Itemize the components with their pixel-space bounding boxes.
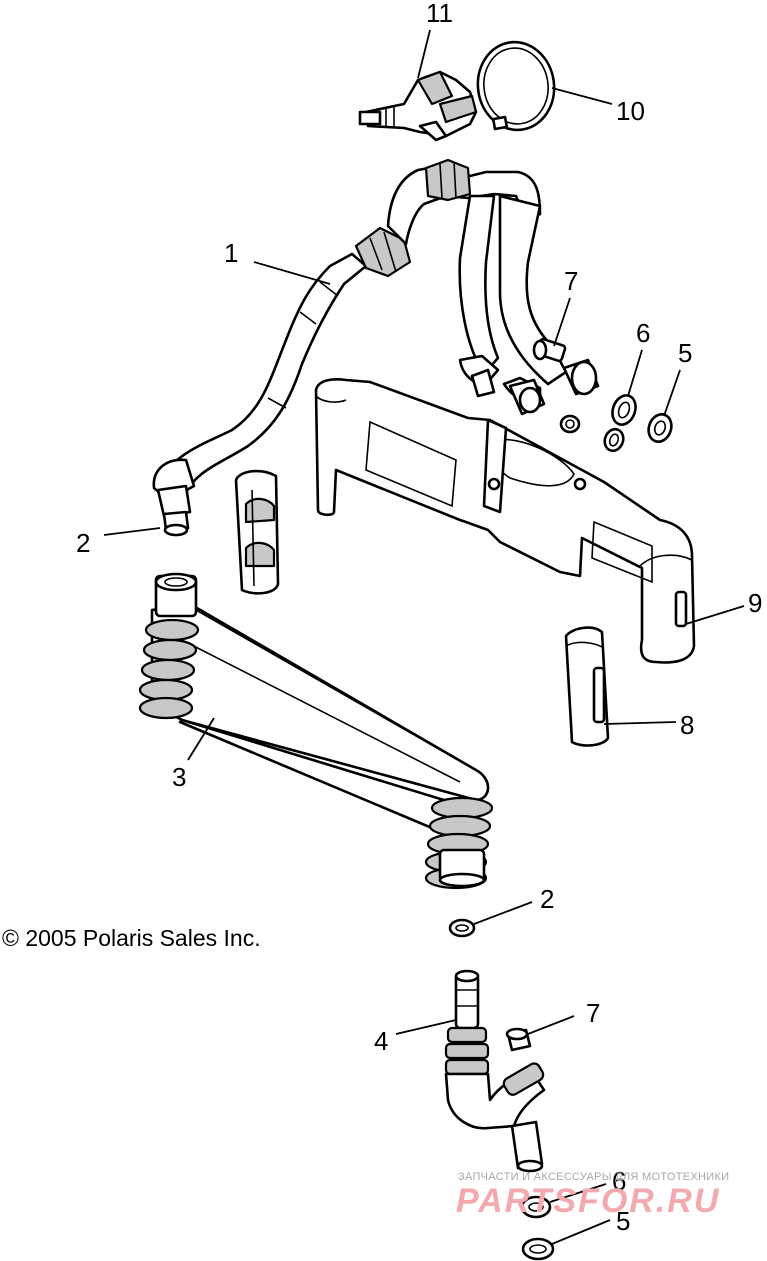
callout-labels: 11 10 1 7 6 5 2 9 8 3 2 4 7 6 5 — [76, 0, 762, 1236]
cooler-left-fins — [138, 618, 200, 720]
part-5-washer-lower — [521, 1237, 555, 1261]
callout-7-lower: 7 — [586, 998, 600, 1028]
part-8-mount-pad-left — [234, 469, 280, 595]
part-6-washer-lower — [520, 1195, 552, 1219]
watermark-tagline: ЗАПЧАСТИ И АКСЕССУАРЫ ДЛЯ МОТОТЕХНИКИ — [458, 1171, 729, 1183]
callout-9: 9 — [748, 588, 762, 618]
copyright-notice: © 2005 Polaris Sales Inc. — [2, 925, 261, 951]
callout-3: 3 — [172, 762, 186, 792]
watermark: ЗАПЧАСТИ И АКСЕССУАРЫ ДЛЯ МОТОТЕХНИКИ PA… — [456, 1171, 729, 1220]
part-2-oring-lower — [448, 918, 476, 938]
part-7-plug-lower — [505, 1027, 532, 1052]
callout-5-upper: 5 — [678, 338, 692, 368]
part-8-mount-pad-right — [564, 626, 610, 747]
leader-lines — [103, 29, 745, 1245]
callout-10: 10 — [616, 96, 645, 126]
callout-6-upper: 6 — [636, 318, 650, 348]
part-1-hose — [152, 158, 600, 502]
part-3-oil-cooler — [138, 572, 494, 890]
part-2-fitting-upper — [156, 484, 192, 537]
part-10-clamp — [476, 40, 556, 132]
callout-1: 1 — [224, 238, 238, 268]
callout-5-lower: 5 — [616, 1206, 630, 1236]
part-11-valve — [358, 70, 478, 142]
callout-7-upper: 7 — [564, 266, 578, 296]
part-9-bracket — [314, 378, 696, 664]
part-4-fitting — [444, 969, 546, 1173]
part-6-washer-upper — [603, 394, 637, 453]
part-5-washer-upper — [647, 413, 673, 443]
callout-8: 8 — [680, 710, 694, 740]
callout-4: 4 — [374, 1026, 388, 1056]
watermark-brand: PARTSFOR.RU — [456, 1182, 720, 1220]
callout-6-lower: 6 — [612, 1166, 626, 1196]
part-7-bolt-upper — [532, 337, 567, 363]
callout-2-lower: 2 — [540, 884, 554, 914]
callout-2-upper: 2 — [76, 528, 90, 558]
callout-11: 11 — [426, 0, 453, 28]
